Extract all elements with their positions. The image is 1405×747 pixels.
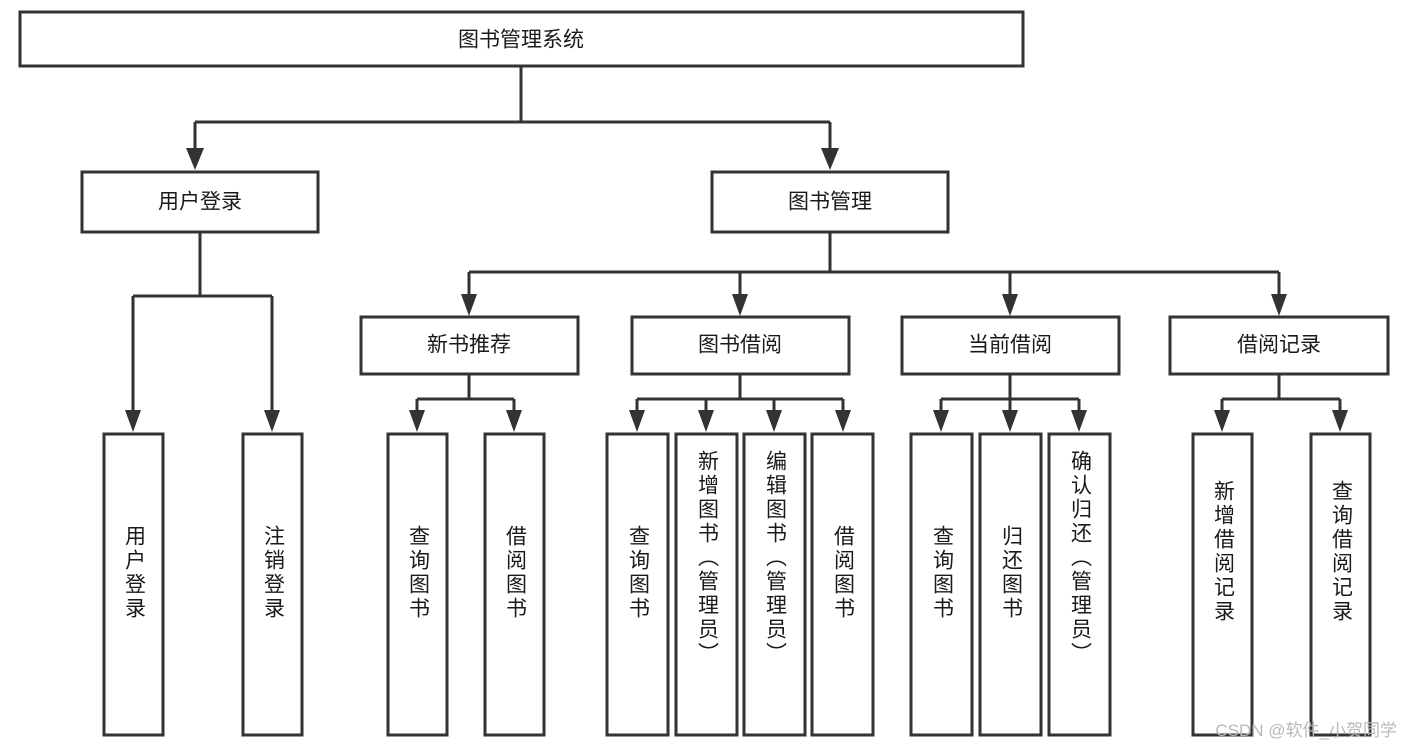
node-new-book-recommend-box [359,315,580,376]
arrowhead-current-borrow [1002,294,1018,316]
node-user-login-label: 用户登录 [158,191,242,214]
arrowhead-leaf-bb-edit [766,410,782,432]
arrowhead-leaf-logout [264,410,280,432]
leaf-logout-box [241,432,304,737]
leaf-cb-confirm-label: 确认归还（管理员） [1069,450,1093,666]
node-root-box [18,10,1025,68]
node-current-borrow-label: 当前借阅 [968,334,1052,357]
leaf-br-add-box [1191,432,1254,737]
arrowhead-leaf-user-login [125,410,141,432]
leaf-cb-query-label: 查询图书 [931,525,955,621]
leaf-br-query-box [1309,432,1372,737]
leaf-node-bb-borrow-book[interactable]: 借阅图书 [810,432,875,737]
arrowhead-leaf-cb-confirm [1071,410,1087,432]
leaf-nb-query-label: 查询图书 [407,525,431,621]
leaf-br-query-label: 查询借阅记录 [1330,480,1354,624]
node-book-borrow-box [630,315,851,376]
leaf-cb-return-box [978,432,1043,737]
leaf-node-bb-query-book[interactable]: 查询图书 [605,432,670,737]
leaf-bb-query-box [605,432,670,737]
leaf-cb-query-box [909,432,974,737]
arrowhead-book-manage [821,148,839,170]
leaf-node-cb-return-book[interactable]: 归还图书 [978,432,1043,737]
node-new-book-recommend-label: 新书推荐 [427,334,511,357]
arrowhead-leaf-nb-borrow [506,410,522,432]
node-book-manage-label: 图书管理 [788,191,872,214]
leaf-node-user-login[interactable]: 用户登录 [102,432,165,737]
node-borrow-record[interactable]: 借阅记录 [1168,315,1390,376]
leaf-nb-query-box [386,432,449,737]
node-book-manage-box [710,170,950,234]
arrowhead-user-login [186,148,204,170]
arrowhead-leaf-nb-query [409,410,425,432]
leaf-bb-edit-label: 编辑图书（管理员） [764,450,788,666]
node-user-login[interactable]: 用户登录 [80,170,320,234]
leaf-node-bb-edit-book[interactable]: 编辑图书（管理员） [742,432,807,737]
arrowhead-leaf-cb-query [933,410,949,432]
leaf-node-cb-query-book[interactable]: 查询图书 [909,432,974,737]
node-book-borrow[interactable]: 图书借阅 [630,315,851,376]
leaf-br-add-label: 新增借阅记录 [1212,480,1236,624]
leaf-node-bb-add-book[interactable]: 新增图书（管理员） [674,432,739,737]
arrowhead-leaf-bb-borrow [835,410,851,432]
arrowhead-leaf-br-add [1214,410,1230,432]
node-current-borrow[interactable]: 当前借阅 [900,315,1121,376]
arrowhead-new-book-recommend [461,294,477,316]
arrowhead-leaf-bb-query [629,410,645,432]
node-book-borrow-label: 图书借阅 [698,334,782,357]
leaf-bb-add-box [674,432,739,737]
leaf-nb-borrow-label: 借阅图书 [504,525,528,621]
leaf-node-br-query-record[interactable]: 查询借阅记录 [1309,432,1372,737]
leaf-node-nb-borrow-book[interactable]: 借阅图书 [483,432,546,737]
arrowhead-leaf-br-query [1332,410,1348,432]
node-new-book-recommend[interactable]: 新书推荐 [359,315,580,376]
arrowhead-borrow-record [1271,294,1287,316]
leaf-bb-edit-box [742,432,807,737]
leaf-cb-return-label: 归还图书 [1000,525,1024,621]
leaf-node-br-add-record[interactable]: 新增借阅记录 [1191,432,1254,737]
leaf-nb-borrow-box [483,432,546,737]
node-book-manage[interactable]: 图书管理 [710,170,950,234]
leaf-user-login-box [102,432,165,737]
arrowhead-leaf-cb-return [1002,410,1018,432]
leaf-logout-label: 注销登录 [262,525,286,621]
arrowhead-leaf-bb-add [698,410,714,432]
leaf-node-nb-query-book[interactable]: 查询图书 [386,432,449,737]
arrowhead-book-borrow [732,294,748,316]
node-borrow-record-label: 借阅记录 [1237,334,1321,357]
leaf-node-logout[interactable]: 注销登录 [241,432,304,737]
leaf-bb-query-label: 查询图书 [627,525,651,621]
node-root-label: 图书管理系统 [458,29,584,52]
leaf-user-login-label: 用户登录 [123,525,147,621]
leaf-bb-add-label: 新增图书（管理员） [696,450,720,666]
node-root[interactable]: 图书管理系统 [18,10,1025,68]
leaf-node-cb-confirm-return[interactable]: 确认归还（管理员） [1047,432,1112,737]
leaf-bb-borrow-label: 借阅图书 [832,525,856,621]
node-current-borrow-box [900,315,1121,376]
leaf-bb-borrow-box [810,432,875,737]
node-borrow-record-box [1168,315,1390,376]
leaf-cb-confirm-box [1047,432,1112,737]
